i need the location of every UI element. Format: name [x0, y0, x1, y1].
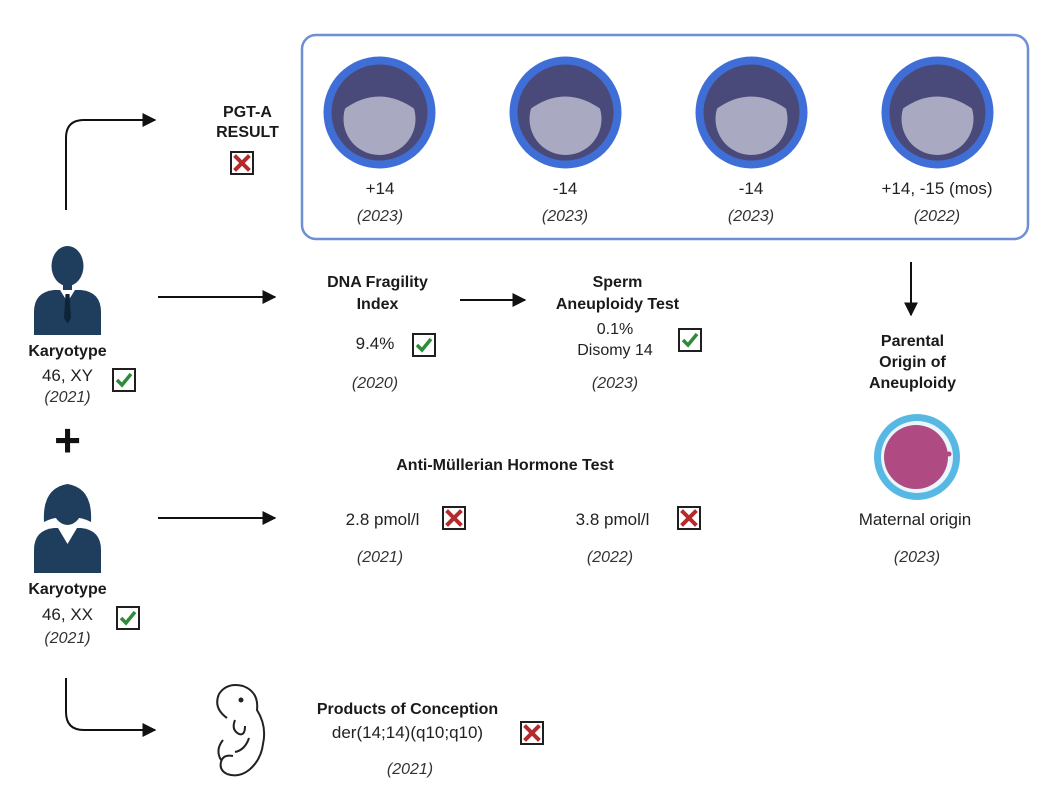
dna-fragility-title-line2: Index: [356, 296, 399, 313]
embryo-1: [322, 55, 437, 170]
amh-title: Anti-Müllerian Hormone Test: [396, 457, 614, 474]
parental-origin-title-line3: Aneuploidy: [868, 375, 957, 392]
embryo-2-year: (2023): [541, 208, 589, 225]
parental-origin-year: (2023): [893, 549, 941, 566]
plus-sign: +: [54, 414, 81, 466]
female-karyotype-value: 46, XX: [41, 605, 94, 624]
check-icon: [412, 333, 436, 357]
arrow-to-poc: [65, 678, 157, 737]
embryo-1-result: +14: [365, 179, 395, 198]
blastocyst-icon: [323, 56, 436, 169]
oocyte: [872, 412, 962, 502]
poc-value: der(14;14)(q10;q10): [331, 723, 484, 742]
cross-icon: [677, 506, 701, 530]
embryo-3: [694, 55, 809, 170]
male-person: [30, 240, 105, 335]
dna-fragility-year: (2020): [351, 375, 399, 392]
amh-result-2-value: 3.8 pmol/l: [575, 510, 650, 529]
embryo-1-year: (2023): [356, 208, 404, 225]
blastocyst-icon: [509, 56, 622, 169]
amh-result-1-value: 2.8 pmol/l: [345, 510, 420, 529]
fetus: [205, 680, 280, 780]
embryo-4: [880, 55, 995, 170]
sperm-test-title-line2: Aneuploidy Test: [555, 296, 680, 313]
cross-icon: [230, 151, 254, 175]
cross-icon: [520, 721, 544, 745]
female-karyotype-label: Karyotype: [28, 581, 107, 598]
embryo-3-year: (2023): [727, 208, 775, 225]
embryo-2: [508, 55, 623, 170]
amh-result-2-year: (2022): [586, 549, 634, 566]
embryo-3-result: -14: [738, 179, 764, 198]
parental-origin-title-line1: Parental: [880, 333, 945, 350]
sperm-test-year: (2023): [591, 375, 639, 392]
person-male-icon: [34, 246, 101, 335]
embryo-4-result: +14, -15 (mos): [881, 179, 993, 198]
male-karyotype-year: (2021): [44, 389, 91, 406]
embryo-4-year: (2022): [913, 208, 961, 225]
check-icon: [112, 368, 136, 392]
parental-origin-title-line2: Origin of: [879, 354, 946, 371]
sperm-test-value-line2: Disomy 14: [577, 342, 653, 359]
dna-fragility-value: 9.4%: [355, 334, 395, 353]
amh-result-1-year: (2021): [356, 549, 404, 566]
pgta-title-line2: RESULT: [216, 124, 279, 141]
blastocyst-icon: [695, 56, 808, 169]
fetus-icon: [216, 684, 266, 777]
blastocyst-icon: [881, 56, 994, 169]
female-karyotype-year: (2021): [44, 630, 91, 647]
male-karyotype-value: 46, XY: [41, 366, 94, 385]
check-icon: [116, 606, 140, 630]
cross-icon: [442, 506, 466, 530]
pgta-panel: [300, 33, 1030, 241]
sperm-test-title-line1: Sperm: [592, 274, 643, 291]
person-female-icon: [34, 484, 101, 573]
dna-fragility-title-line1: DNA Fragility: [327, 274, 428, 291]
poc-title: Products of Conception: [316, 701, 499, 718]
sperm-test-value-line1: 0.1%: [596, 321, 634, 338]
arrow-to-pgta: [65, 113, 157, 210]
female-person: [30, 478, 105, 573]
pgta-title-line1: PGT-A: [223, 104, 272, 121]
parental-origin-result: Maternal origin: [858, 510, 972, 529]
oocyte-icon: [874, 414, 960, 500]
check-icon: [678, 328, 702, 352]
male-karyotype-label: Karyotype: [28, 343, 107, 360]
poc-year: (2021): [386, 761, 434, 778]
embryo-2-result: -14: [552, 179, 578, 198]
